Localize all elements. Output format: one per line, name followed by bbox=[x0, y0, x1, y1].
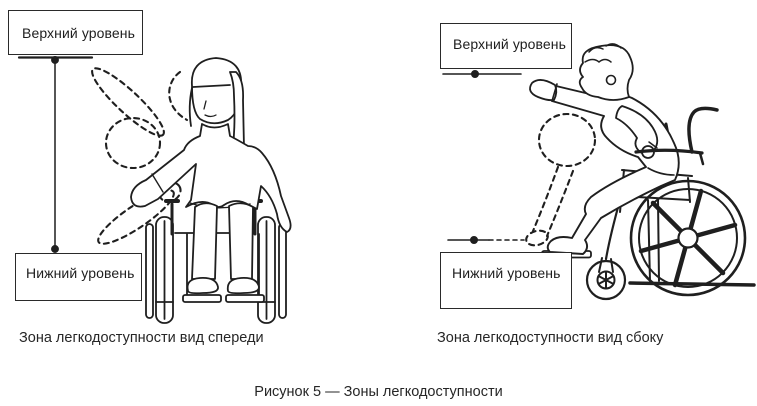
side-view-drawing bbox=[442, 43, 756, 301]
figure-caption: Рисунок 5 — Зоны легкодоступности bbox=[254, 384, 503, 400]
upper-level-label-side: Верхний уровень bbox=[453, 35, 567, 52]
side-view-caption: Зона легкодоступности вид сбоку bbox=[437, 330, 664, 346]
lower-level-box-side: Нижний уровень bbox=[440, 252, 572, 309]
upper-level-box-front: Верхний уровень bbox=[8, 10, 143, 55]
front-view-drawing bbox=[17, 56, 292, 324]
front-dimension-line bbox=[17, 56, 94, 253]
front-person bbox=[130, 57, 292, 295]
lower-level-label-front: Нижний уровень bbox=[26, 265, 135, 281]
lower-level-label-side: Нижний уровень bbox=[452, 265, 561, 281]
upper-level-label-front: Верхний уровень bbox=[22, 24, 136, 41]
side-reach-zones bbox=[525, 112, 597, 247]
front-view-caption: Зона легкодоступности вид спереди bbox=[19, 330, 264, 346]
side-person bbox=[529, 43, 705, 255]
upper-level-box-side: Верхний уровень bbox=[440, 23, 572, 69]
lower-level-box-front: Нижний уровень bbox=[15, 253, 142, 301]
side-dimension-lines bbox=[442, 70, 525, 245]
